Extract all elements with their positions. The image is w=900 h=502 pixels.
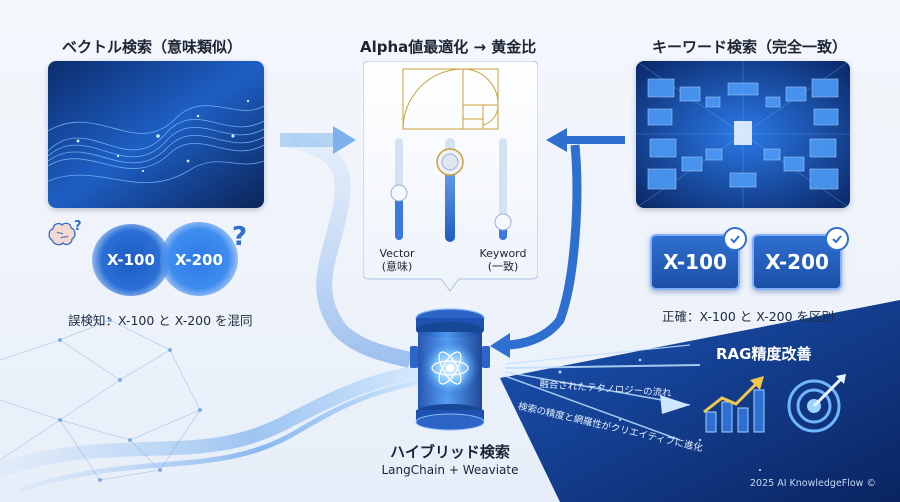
footer-copyright: 2025 AI KnowledgeFlow © — [750, 478, 876, 489]
hybrid-cylinder-icon — [400, 306, 500, 432]
keyword-slider-label-text: Keyword — [479, 247, 527, 260]
keyword-slider-label: Keyword (一致) — [472, 247, 534, 273]
keyword-chip-x200: X-200 — [752, 227, 849, 290]
alpha-slider[interactable] — [436, 138, 464, 242]
keyword-chip-x200-label: X-200 — [765, 250, 829, 274]
target-icon — [784, 372, 850, 434]
keyword-search-title: キーワード検索（完全一致） — [652, 38, 848, 56]
vector-search-title: ベクトル検索（意味類似） — [62, 38, 243, 56]
vector-caption: 誤検知：X-100 と X-200 を混同 — [68, 313, 253, 328]
vector-chip-x100-label: X-100 — [107, 251, 155, 269]
vector-slider-label: Vector (意味) — [369, 247, 425, 273]
keyword-chip-x100-label: X-100 — [663, 250, 727, 274]
question-mark-icon: ? — [232, 222, 248, 252]
vector-weight-slider[interactable] — [390, 138, 408, 240]
growth-chart-icon — [700, 372, 772, 434]
vector-slider-label-text: Vector — [379, 247, 415, 260]
hybrid-search-subtitle: LangChain + Weaviate — [381, 463, 519, 477]
svg-text:?: ? — [74, 219, 82, 234]
vector-slider-sublabel: (意味) — [381, 260, 413, 273]
confused-blob-x100 — [92, 224, 170, 296]
check-icon — [723, 227, 747, 251]
keyword-caption: 正確：X-100 と X-200 を区別 — [662, 309, 835, 324]
vector-chip-x200-label: X-200 — [175, 251, 223, 269]
rag-title: RAG精度改善 — [716, 345, 812, 363]
alpha-title: Alpha値最適化 → 黄金比 — [360, 38, 537, 56]
keyword-grid-image — [636, 61, 850, 208]
vector-wave-image — [48, 61, 264, 208]
brain-question-icon: ? — [46, 218, 86, 252]
keyword-slider-sublabel: (一致) — [487, 260, 519, 273]
hybrid-search-title: ハイブリッド検索 — [390, 443, 510, 461]
confused-blob-x200 — [160, 222, 238, 296]
check-icon — [825, 227, 849, 251]
keyword-chip-x100: X-100 — [650, 227, 747, 290]
keyword-weight-slider[interactable] — [494, 138, 512, 240]
